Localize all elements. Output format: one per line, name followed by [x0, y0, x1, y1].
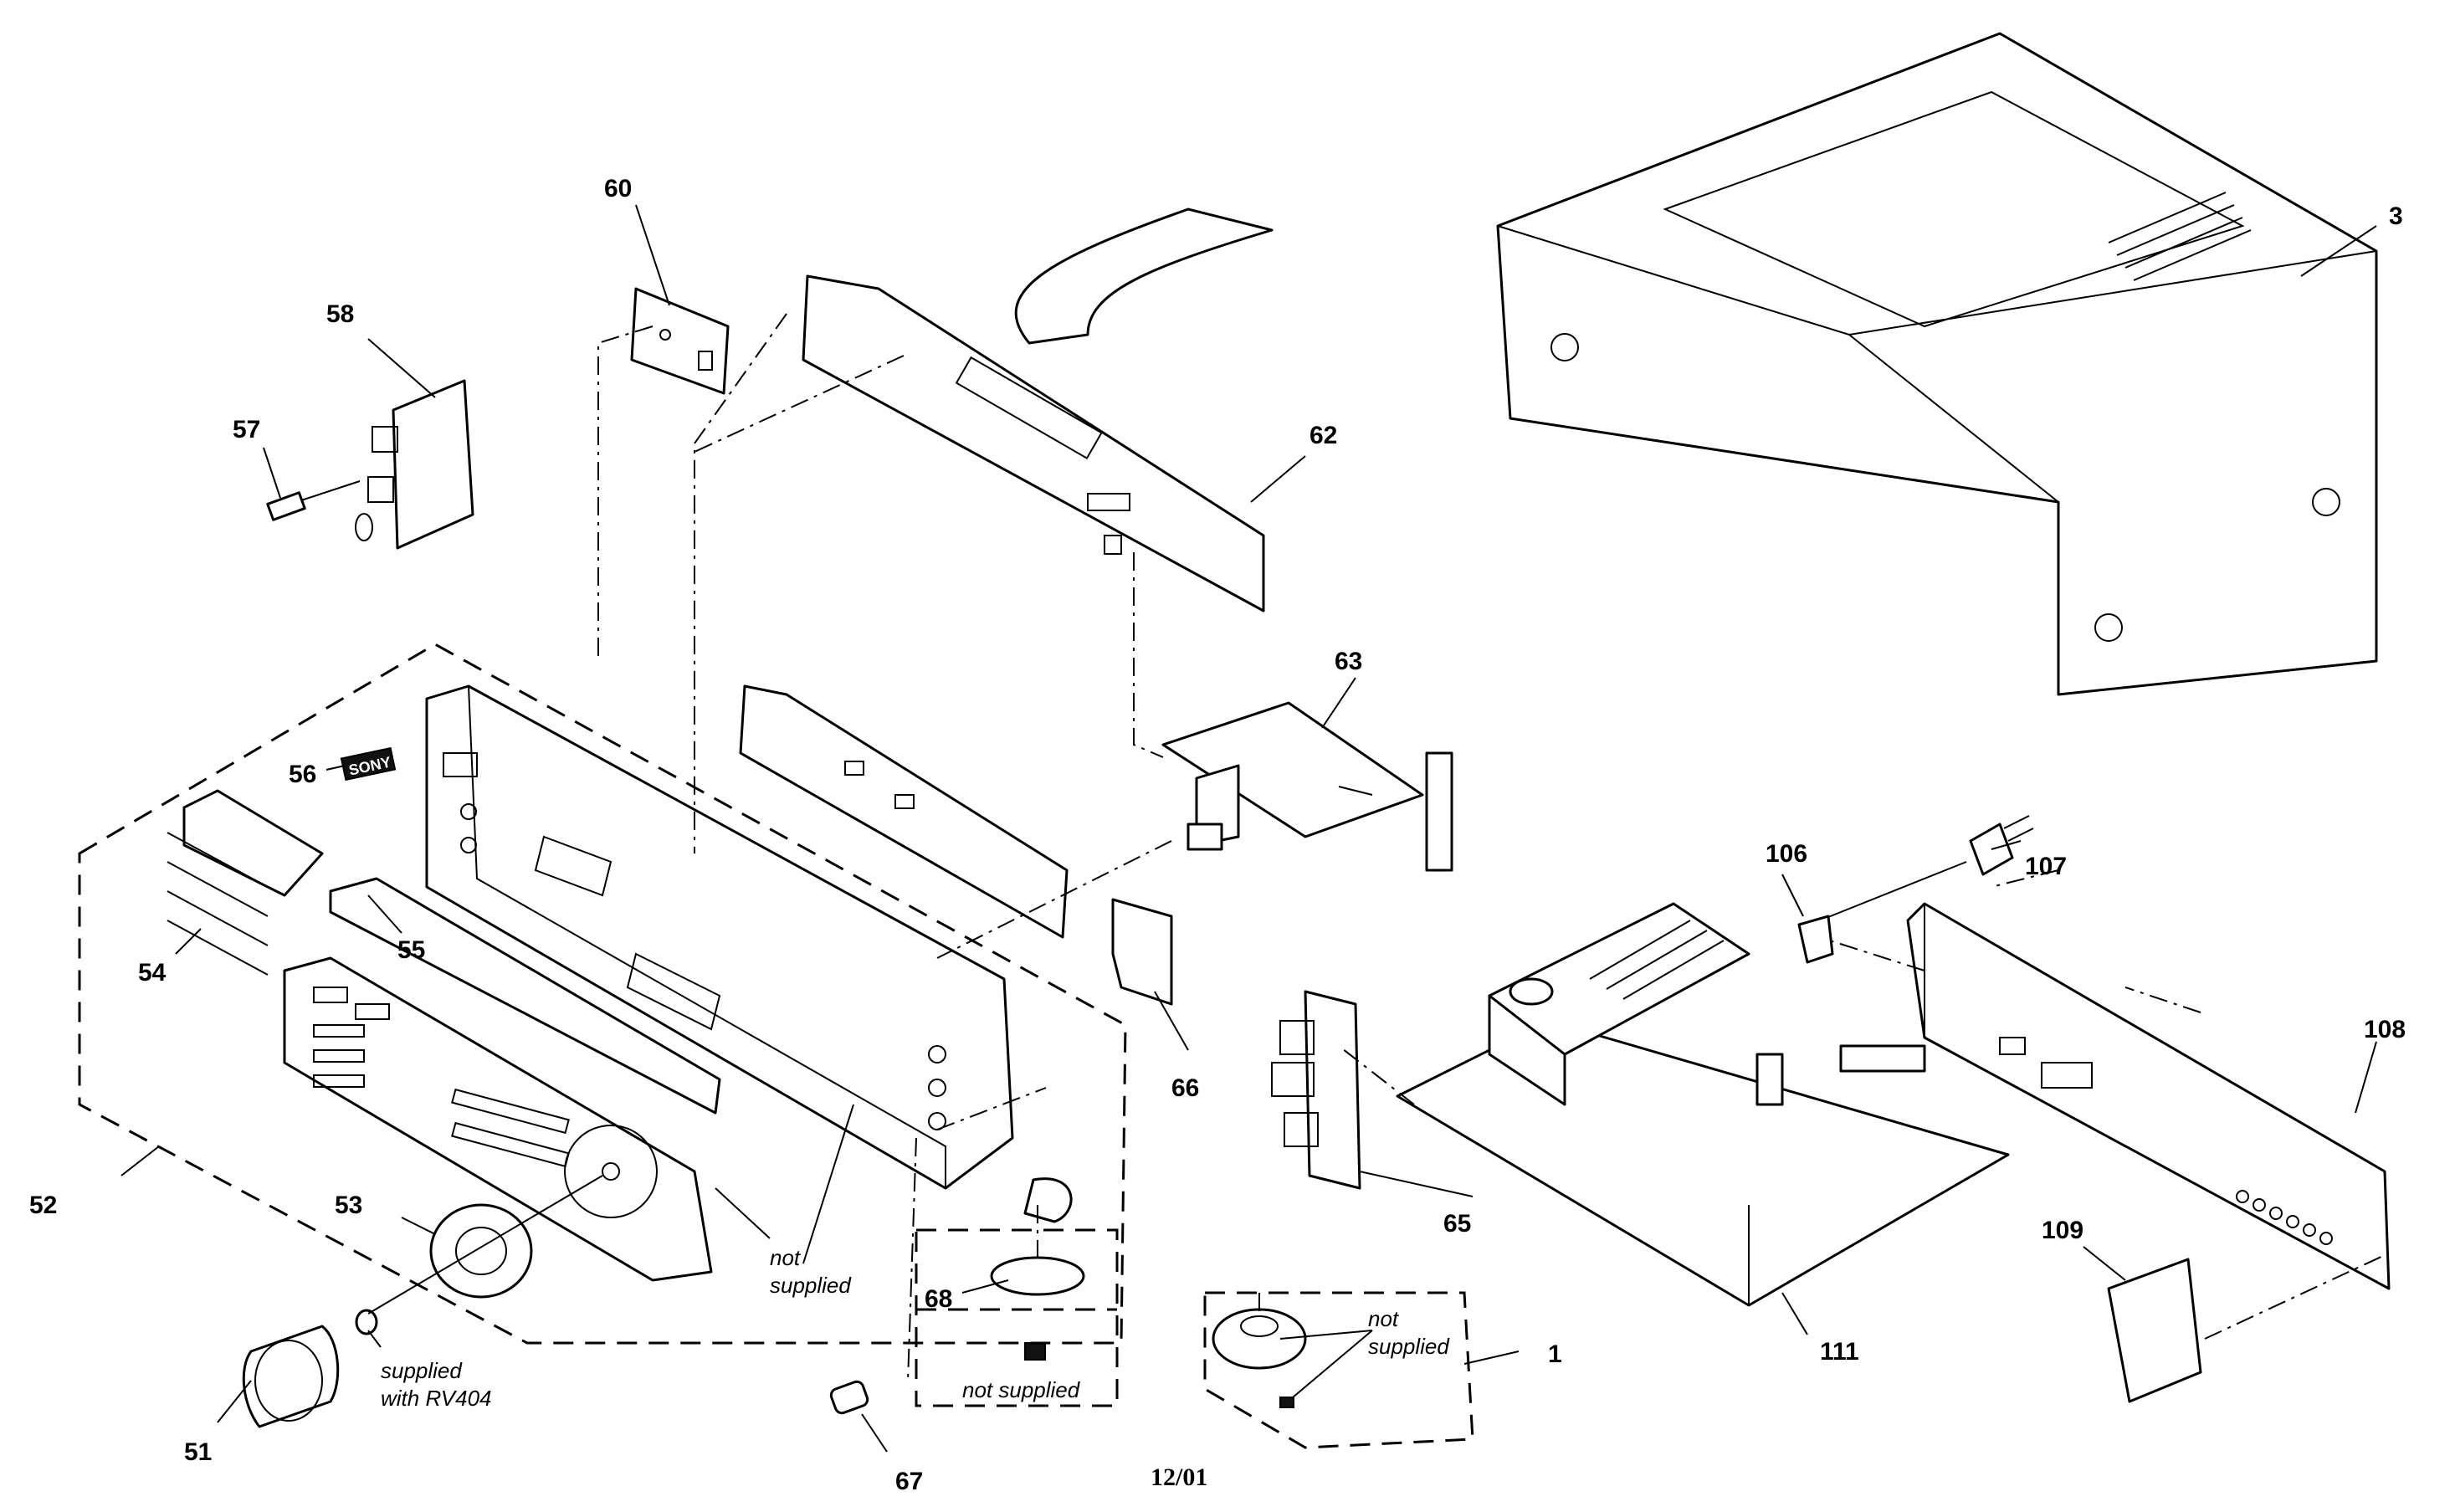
jack-board-part-65 [1271, 990, 1361, 1190]
callout-68: 68 [925, 1285, 952, 1313]
callout-66: 66 [1171, 1074, 1199, 1102]
assembly-guide-lines [597, 313, 2386, 1381]
leader-lines [120, 204, 2377, 1453]
front-panel-face [283, 956, 713, 1282]
callout-111: 111 [1820, 1338, 1859, 1366]
motor-part-1 [1212, 1308, 1307, 1408]
revision-date: 12/01 [1151, 1463, 1207, 1491]
callout-56: 56 [289, 761, 316, 788]
callout-1: 1 [1548, 1340, 1562, 1368]
note-supplied-with-line1: supplied [381, 1358, 463, 1383]
board-part-63 [1161, 701, 1453, 872]
callout-51: 51 [184, 1438, 212, 1466]
callout-54: 54 [138, 959, 167, 987]
front-assembly-52-outline [78, 643, 1127, 1345]
callout-58: 58 [326, 300, 354, 328]
callout-109: 109 [2042, 1217, 2083, 1244]
display-board [739, 684, 1069, 939]
not-supplied-box-68 [915, 1228, 1119, 1407]
annotation-notes: not supplied not supplied not supplied s… [381, 1245, 1450, 1411]
rear-panel-part-108 [1906, 902, 2391, 1290]
knob-part-57 [266, 480, 361, 521]
note-not-supplied-box: not supplied [962, 1377, 1081, 1402]
board-part-66 [1111, 898, 1173, 1006]
top-cover-part [1496, 32, 2378, 696]
callout-108: 108 [2364, 1016, 2406, 1043]
note-not-supplied-front-line1: not [770, 1245, 802, 1270]
note-supplied-with-line2: with RV404 [381, 1386, 492, 1411]
amp-board-part-111 [1396, 902, 2010, 1307]
block-part-109 [2107, 1258, 2202, 1403]
note-not-supplied-motor-line2: supplied [1368, 1334, 1450, 1359]
callout-52: 52 [29, 1192, 57, 1219]
not-supplied-box-1 [1203, 1291, 1474, 1449]
logo-badge-part-56: SONY [340, 746, 397, 782]
button-set-part-54 [167, 789, 324, 976]
front-panel-frame [425, 684, 1014, 1190]
callout-106: 106 [1766, 840, 1807, 868]
callout-62: 62 [1310, 422, 1337, 449]
note-not-supplied-motor-line1: not [1368, 1306, 1400, 1331]
callout-67: 67 [895, 1468, 923, 1495]
window-strip-part-55 [329, 877, 721, 1115]
callout-labels: 3 60 58 57 62 63 56 55 54 106 107 108 66… [29, 175, 2406, 1495]
foot-part-68 [990, 1177, 1085, 1361]
switch-board-part-58 [355, 379, 474, 550]
small-board-part-60 [630, 287, 730, 395]
callout-107: 107 [2025, 853, 2067, 880]
knob-part-67 [829, 1380, 869, 1415]
callout-55: 55 [397, 936, 425, 964]
callout-57: 57 [233, 416, 260, 443]
callout-63: 63 [1335, 648, 1362, 675]
note-not-supplied-front-line2: supplied [770, 1273, 852, 1298]
cord-clamp-part-106 [1797, 915, 1834, 964]
knob-part-51 [242, 1175, 603, 1428]
callout-65: 65 [1443, 1210, 1471, 1238]
main-board-part-62 [802, 208, 1274, 612]
dial-ring-part-53 [429, 1203, 533, 1299]
callout-60: 60 [604, 175, 632, 202]
callout-53: 53 [335, 1192, 362, 1219]
callout-3: 3 [2389, 202, 2403, 230]
